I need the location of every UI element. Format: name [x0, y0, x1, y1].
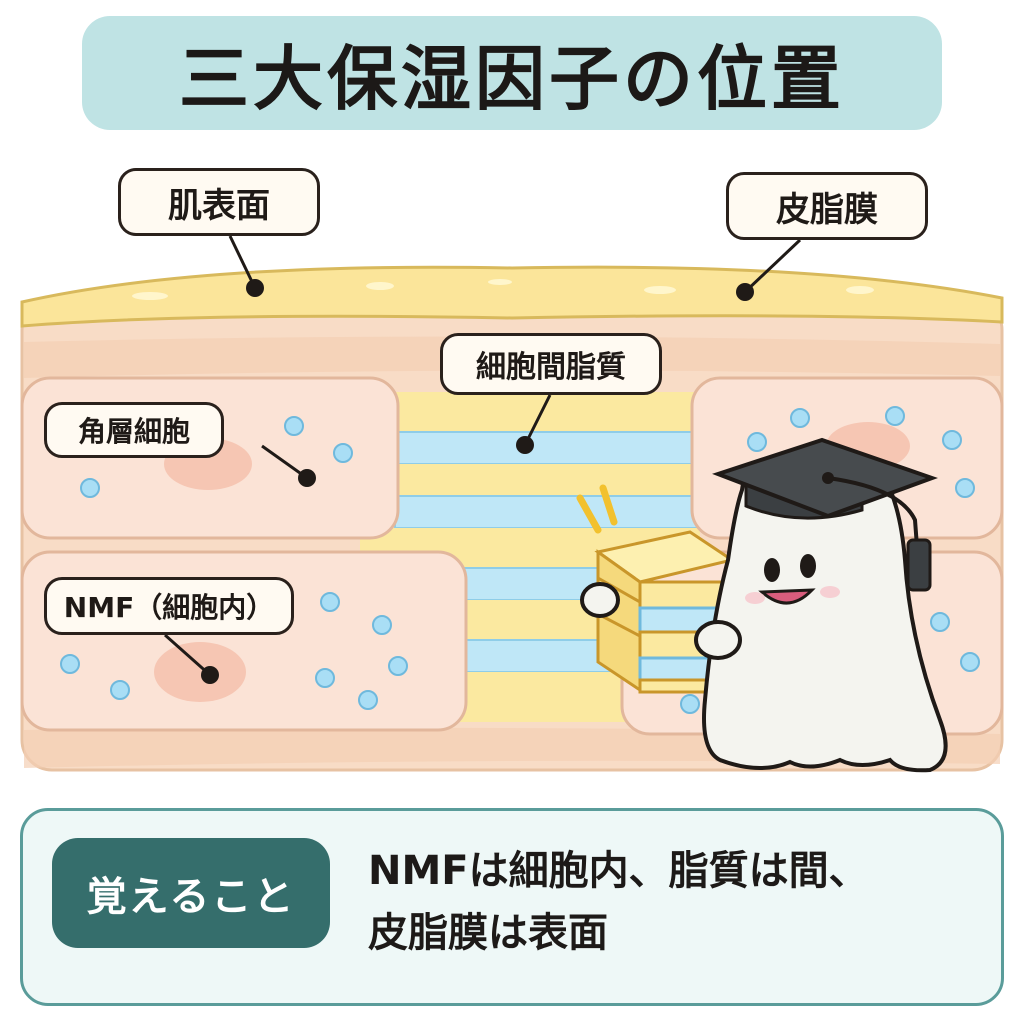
lipid-band-blue: [394, 431, 701, 465]
summary-line-1: NMFは細胞内、脂質は間、: [368, 848, 869, 894]
mascot-eye: [800, 554, 816, 578]
graduation-cap-icon: [712, 437, 938, 592]
lipid-band-yellow: [395, 464, 700, 496]
summary-badge: 覚えること: [52, 838, 330, 948]
leader-points: [201, 279, 754, 684]
nmf-dots: [60, 406, 980, 714]
mascot-ghost: [580, 452, 948, 773]
label-skin-surface: 肌表面: [118, 168, 320, 236]
mascot-mouth: [758, 588, 816, 605]
sebum-highlights: [132, 279, 874, 300]
sebum-film: [20, 265, 1004, 328]
label-nmf: NMF（細胞内）: [44, 577, 294, 635]
lipid-band-blue: [394, 495, 701, 529]
title-banner: 三大保湿因子の位置: [82, 16, 942, 130]
label-sebum-film: 皮脂膜: [726, 172, 928, 240]
label-intercellular-lipid: 細胞間脂質: [440, 333, 662, 395]
summary-text: NMFは細胞内、脂質は間、 皮脂膜は表面: [368, 840, 988, 964]
summary-line-2: 皮脂膜は表面: [368, 910, 608, 956]
mascot-eye: [764, 558, 780, 582]
cell-nucleus: [154, 642, 246, 702]
leader-lines: [164, 235, 802, 677]
label-corneocyte: 角層細胞: [44, 402, 224, 458]
page-title: 三大保湿因子の位置: [179, 37, 845, 120]
sparkle-marks: [576, 484, 618, 534]
